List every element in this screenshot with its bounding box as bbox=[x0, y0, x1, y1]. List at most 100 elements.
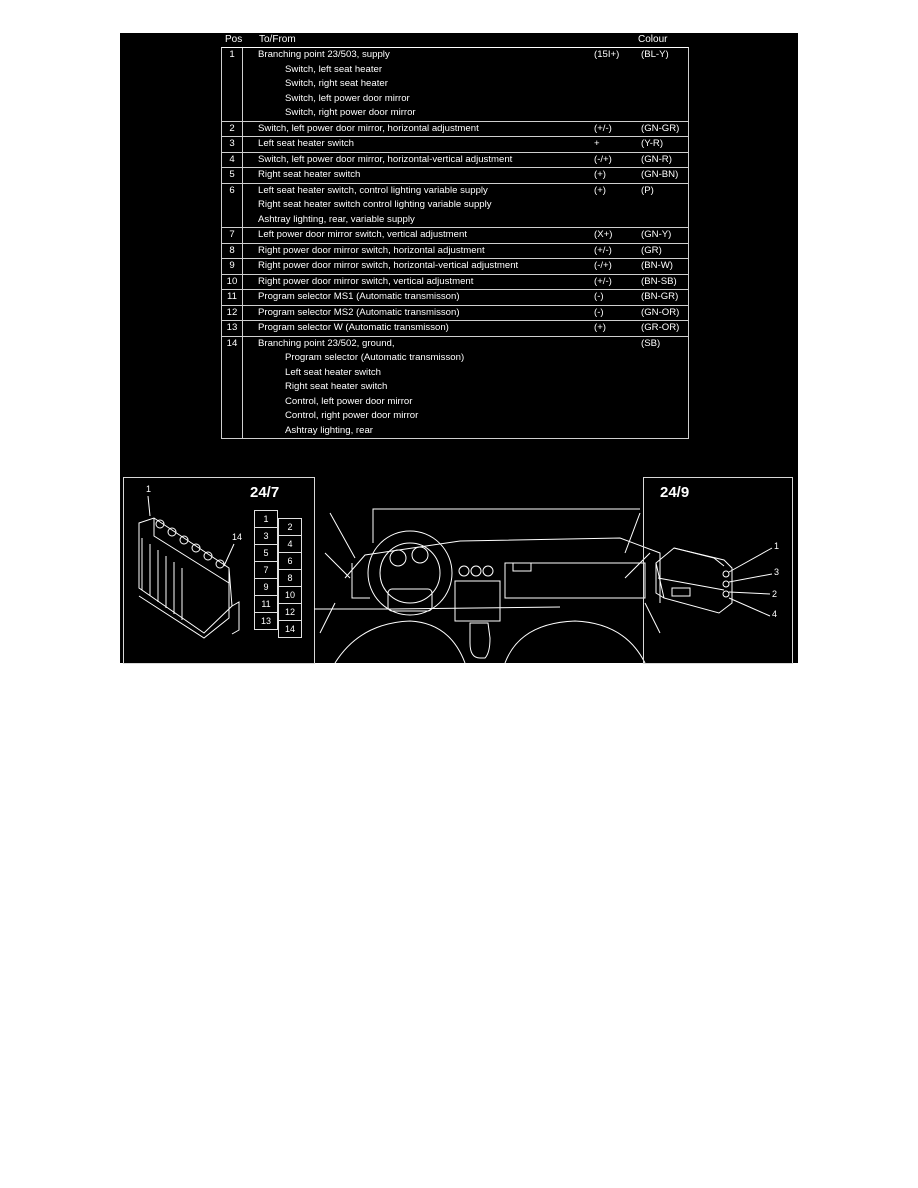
callout-4: 4 bbox=[772, 609, 778, 619]
wire-colour: (SB) bbox=[641, 337, 661, 349]
connector-24-9-title: 24/9 bbox=[660, 484, 690, 501]
pin-14: 14 bbox=[278, 620, 302, 638]
column-divider bbox=[242, 168, 243, 183]
to-from-subitem: Switch, right seat heater bbox=[285, 78, 388, 89]
table-line: 6(+)(P)Left seat heater switch, control … bbox=[222, 184, 688, 199]
to-from-description: Ashtray lighting, rear, variable supply bbox=[258, 213, 415, 225]
table-line: 9 (-/+) (BN-W) Right power door mirror swit… bbox=[222, 259, 688, 274]
wire-colour: (GN-R) bbox=[641, 153, 672, 165]
signal-type: (-/+) bbox=[594, 153, 612, 165]
signal-type: (-) bbox=[594, 306, 604, 318]
pin-2: 2 bbox=[278, 518, 302, 536]
table-line: Program selector (Automatic transmisson) bbox=[222, 351, 688, 366]
table-line: Control, right power door mirror bbox=[222, 409, 688, 424]
pin-position: 1 bbox=[229, 49, 235, 60]
to-from-subitem: Right seat heater switch bbox=[285, 381, 388, 392]
to-from-description: Branching point 23/502, ground, bbox=[258, 337, 395, 349]
signal-type: (-/+) bbox=[594, 260, 612, 271]
connector-pin-table: 1 (15I+) (BL-Y) Branching point 23/503, sup… bbox=[221, 47, 689, 439]
to-from-description: Program selector MS1 (Automatic transmis… bbox=[258, 291, 460, 302]
table-row: 14 (SB) Branching point 23/502, ground, Pro… bbox=[222, 335, 688, 439]
signal-type: (15I+) bbox=[594, 49, 620, 60]
header-pos: Pos bbox=[225, 34, 243, 45]
table-row: 5(+)(GN-BN)Right seat heater switch bbox=[222, 167, 688, 183]
signal-type: + bbox=[594, 138, 600, 149]
pin-position: 14 bbox=[226, 337, 238, 349]
to-from-subitem: Ashtray lighting, rear bbox=[285, 424, 373, 436]
to-from-description: Program selector W (Automatic transmisso… bbox=[258, 322, 449, 333]
connector-24-7-box: 24/7 1 14 1 3 5 7 9 11 13 bbox=[123, 477, 315, 664]
column-divider bbox=[242, 228, 243, 243]
table-line: Switch, right power door mirror bbox=[222, 106, 688, 121]
table-line: Right seat heater switch control lightin… bbox=[222, 198, 688, 213]
table-row: 2(+/-)(GN-GR)Switch, left power door mir… bbox=[222, 120, 688, 137]
to-from-subitem: Left seat heater switch bbox=[285, 366, 381, 378]
table-row: 4(-/+)(GN-R)Switch, left power door mirr… bbox=[222, 151, 688, 168]
table-row: 7(X+)(GN-Y)Left power door mirror switch… bbox=[222, 227, 688, 243]
connector-24-7-drawing bbox=[138, 495, 240, 639]
column-divider bbox=[242, 183, 243, 227]
pin-11: 11 bbox=[254, 595, 278, 613]
table-line: Switch, left seat heater bbox=[222, 63, 688, 78]
to-from-description: Right seat heater switch control lightin… bbox=[258, 199, 492, 210]
column-divider bbox=[242, 321, 243, 336]
connector-24-9-box: 24/9 1 3 2 4 bbox=[643, 477, 793, 664]
signal-type: (+/-) bbox=[594, 275, 612, 287]
table-line: 11(-)(BN-GR)Program selector MS1 (Automa… bbox=[222, 290, 688, 305]
connector-24-9-drawing bbox=[655, 547, 773, 617]
callout-3: 3 bbox=[774, 567, 780, 577]
wire-colour: (GR) bbox=[641, 244, 662, 256]
table-line: 7(X+)(GN-Y)Left power door mirror switch… bbox=[222, 228, 688, 243]
callout-1: 1 bbox=[774, 541, 780, 551]
wire-colour: (BN-GR) bbox=[641, 291, 679, 302]
table-row: 12(-)(GN-OR)Program selector MS2 (Automa… bbox=[222, 304, 688, 320]
to-from-description: Switch, left power door mirror, horizont… bbox=[258, 122, 479, 134]
connector-24-7-title: 24/7 bbox=[250, 484, 280, 501]
callout-2: 2 bbox=[772, 589, 778, 599]
wire-colour: (BN-W) bbox=[641, 260, 673, 271]
signal-type: (-) bbox=[594, 291, 604, 302]
to-from-description: Branching point 23/503, supply bbox=[258, 49, 390, 60]
to-from-description: Program selector MS2 (Automatic transmis… bbox=[258, 306, 460, 318]
table-line: 4(-/+)(GN-R)Switch, left power door mirr… bbox=[222, 153, 688, 168]
signal-type: (+) bbox=[594, 322, 606, 333]
pin-position: 3 bbox=[229, 138, 235, 149]
signal-type: (+/-) bbox=[594, 122, 612, 134]
signal-type: (+) bbox=[594, 184, 606, 196]
table-line: 8(+/-)(GR)Right power door mirror switch… bbox=[222, 244, 688, 259]
table-line: Switch, left power door mirror bbox=[222, 92, 688, 107]
to-from-description: Left seat heater switch, control lightin… bbox=[258, 184, 488, 196]
column-divider bbox=[242, 290, 243, 305]
table-line: 13(+)(GR-OR)Program selector W (Automati… bbox=[222, 321, 688, 336]
header-to-from: To/From bbox=[259, 34, 296, 45]
table-row: 13(+)(GR-OR)Program selector W (Automati… bbox=[222, 320, 688, 336]
pin-13: 13 bbox=[254, 612, 278, 630]
pin-position: 13 bbox=[226, 322, 238, 333]
wire-colour: (GN-GR) bbox=[641, 122, 680, 134]
table-line: 3+(Y-R)Left seat heater switch bbox=[222, 137, 688, 152]
table-line: 14 (SB) Branching point 23/502, ground, bbox=[222, 337, 688, 352]
pin-position: 6 bbox=[229, 184, 235, 196]
to-from-description: Left power door mirror switch, vertical … bbox=[258, 229, 468, 240]
diagram-panel: Pos To/From Colour 1(15I+)(BL-Y)Branchin… bbox=[120, 33, 798, 664]
column-divider bbox=[242, 243, 243, 258]
table-line: Ashtray lighting, rear bbox=[222, 424, 688, 439]
table-row: 9 (-/+) (BN-W) Right power door mirror swit… bbox=[222, 258, 688, 274]
pin-position: 9 bbox=[229, 260, 235, 271]
column-divider bbox=[242, 121, 243, 136]
table-line: Left seat heater switch bbox=[222, 366, 688, 381]
pin-position: 12 bbox=[226, 306, 238, 318]
to-from-subitem: Switch, right power door mirror bbox=[285, 107, 416, 118]
table-row: 8(+/-)(GR)Right power door mirror switch… bbox=[222, 242, 688, 259]
to-from-subitem: Control, left power door mirror bbox=[285, 395, 413, 407]
column-divider bbox=[242, 152, 243, 167]
to-from-description: Right power door mirror switch, horizont… bbox=[258, 260, 519, 271]
to-from-subitem: Switch, left seat heater bbox=[285, 63, 383, 75]
table-line: 1 (15I+) (BL-Y) Branching point 23/503, sup… bbox=[222, 48, 688, 63]
pin-position: 10 bbox=[226, 275, 238, 287]
to-from-description: Left seat heater switch bbox=[258, 138, 354, 149]
callout-1: 1 bbox=[146, 484, 152, 494]
table-line: 2(+/-)(GN-GR)Switch, left power door mir… bbox=[222, 122, 688, 137]
column-divider bbox=[242, 336, 243, 438]
wire-colour: (BL-Y) bbox=[641, 49, 669, 60]
